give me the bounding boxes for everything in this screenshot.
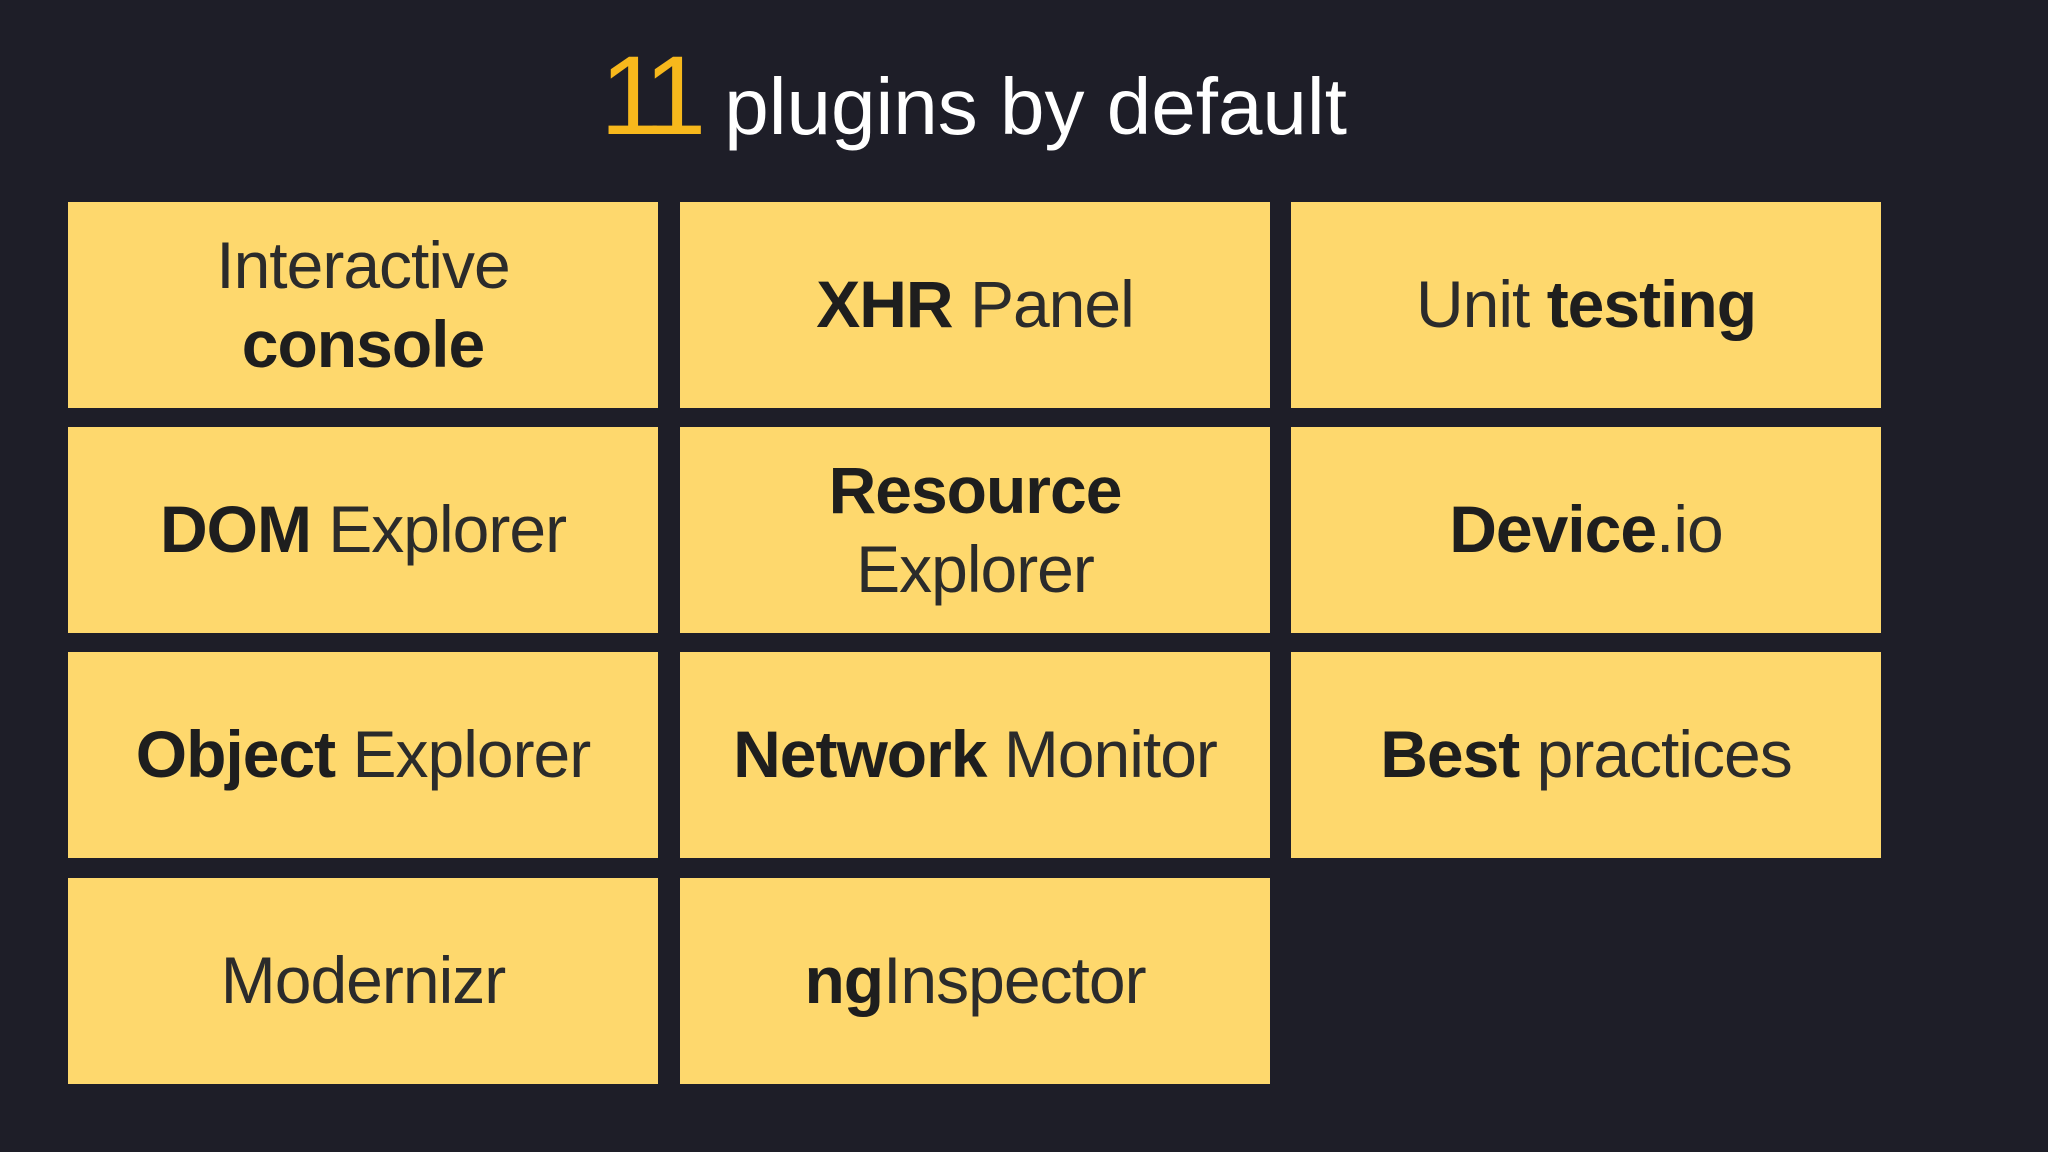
- tile-label-bold: DOM: [159, 492, 312, 567]
- tile-label-bold: Network: [733, 717, 987, 792]
- tile-label-light: Modernizr: [220, 943, 506, 1018]
- tile-nginspector: ngInspector: [680, 878, 1270, 1084]
- tile-xhr-panel: XHR Panel: [680, 202, 1270, 408]
- tile-best-practices: Best practices: [1291, 652, 1881, 858]
- tile-label-bold: Object: [135, 717, 336, 792]
- tile-label-light: .io: [1656, 492, 1724, 567]
- tile-label-light: Explorer: [328, 492, 567, 567]
- tile-label-light: Explorer: [352, 717, 591, 792]
- tile-label-bold: testing: [1546, 267, 1757, 342]
- tile-interactive-console: Interactive console: [68, 202, 658, 408]
- tile-unit-testing: Unit testing: [1291, 202, 1881, 408]
- tile-device-io: Device.io: [1291, 427, 1881, 633]
- tile-object-explorer: Object Explorer: [68, 652, 658, 858]
- tile-label-bold: ng: [804, 943, 884, 1018]
- tile-dom-explorer: DOM Explorer: [68, 427, 658, 633]
- tile-label-bold: Resource: [828, 452, 1123, 527]
- tile-label-light: Unit: [1415, 267, 1530, 342]
- tile-network-monitor: Network Monitor: [680, 652, 1270, 858]
- tile-label-light: Inspector: [883, 943, 1146, 1018]
- tile-modernizr: Modernizr: [68, 878, 658, 1084]
- tile-resource-explorer: Resource Explorer: [680, 427, 1270, 633]
- tile-label-light: Explorer: [856, 532, 1095, 606]
- slide-title: 11 plugins by default: [600, 40, 1347, 180]
- tile-label-bold: Best: [1380, 717, 1520, 792]
- plugin-count: 11: [600, 33, 706, 158]
- tile-label-light: Interactive: [216, 227, 510, 302]
- tile-label-light: practices: [1536, 717, 1793, 792]
- tile-label-light: Monitor: [1003, 717, 1218, 792]
- title-text: plugins by default: [724, 62, 1347, 151]
- tile-label-bold: console: [241, 307, 485, 381]
- tile-label-light: Panel: [969, 267, 1135, 342]
- tile-label-bold: XHR: [816, 267, 953, 342]
- tile-label-bold: Device: [1449, 492, 1657, 567]
